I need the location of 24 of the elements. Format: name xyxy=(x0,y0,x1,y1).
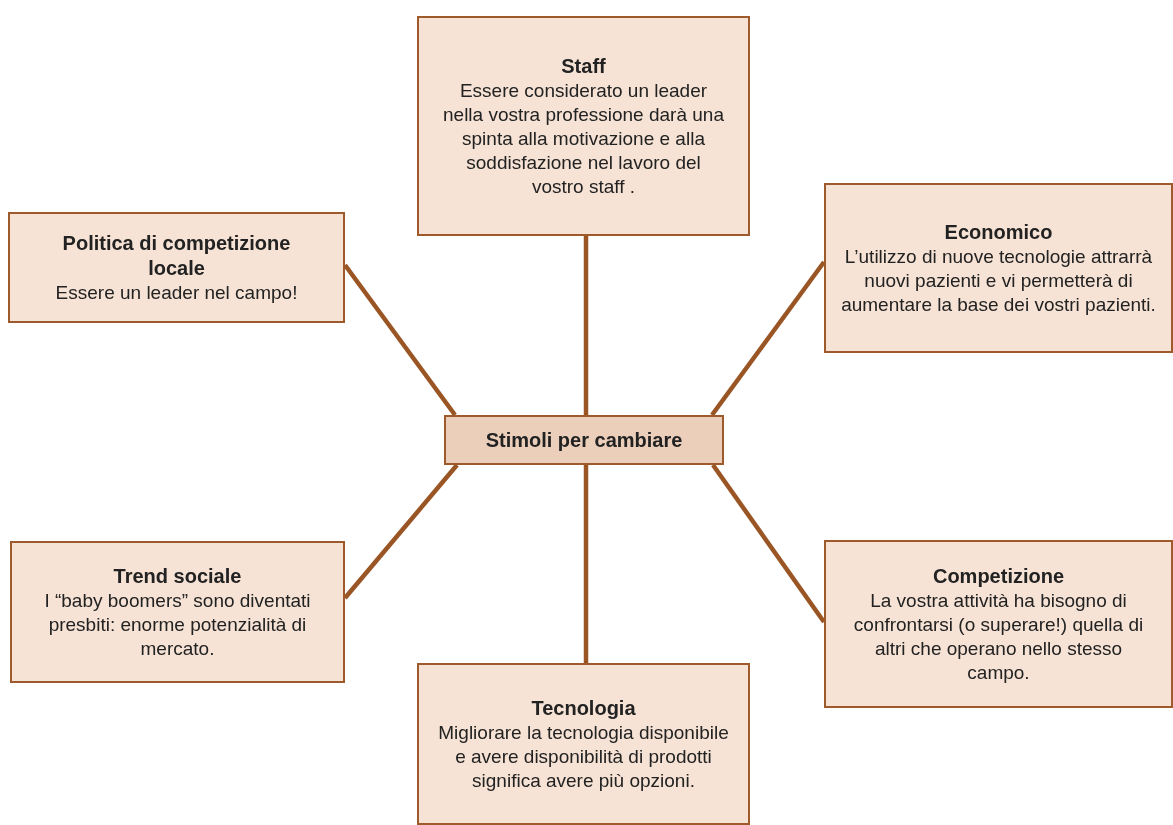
box-heading: Politica di competizione locale xyxy=(61,230,292,281)
box-description: L’utilizzo di nuove tecnologie attrarrà nuovi pazienti e vi permetterà di aumentare la base dei vostri pazienti. xyxy=(840,244,1157,317)
box-heading: Trend sociale xyxy=(113,563,242,589)
box-heading: Economico xyxy=(944,219,1053,245)
box-description: Migliorare la tecnologia disponibile e avere disponibilità di prodotti significa avere più opzioni. xyxy=(437,720,730,793)
box-description: La vostra attività ha bisogno di confrontarsi (o superare!) quella di altri che operano nello stesso campo. xyxy=(852,588,1145,685)
box-heading: Competizione xyxy=(932,563,1065,589)
connector-line xyxy=(710,260,826,417)
connector-line xyxy=(583,465,589,663)
box-heading: Staff xyxy=(561,53,606,79)
box-description: Essere considerato un leader nella vostra professione darà una spinta alla motivazione e alla soddisfazione nel lavoro del vostro staff . xyxy=(442,78,725,199)
box-heading: Stimoli per cambiare xyxy=(485,427,683,453)
topic-box xyxy=(8,212,345,323)
topic-box xyxy=(417,16,750,236)
central-topic-box xyxy=(444,415,724,465)
box-description: Essere un leader nel campo! xyxy=(55,280,298,305)
box-description: I “baby boomers” sono diventati presbiti: enorme potenzialità di mercato. xyxy=(43,588,312,661)
topic-box xyxy=(417,663,750,825)
connector-line xyxy=(583,236,589,415)
connector-line xyxy=(711,463,826,624)
topic-box xyxy=(824,540,1173,708)
topic-box xyxy=(10,541,345,683)
topic-box xyxy=(824,183,1173,353)
box-heading: Tecnologia xyxy=(531,695,636,721)
